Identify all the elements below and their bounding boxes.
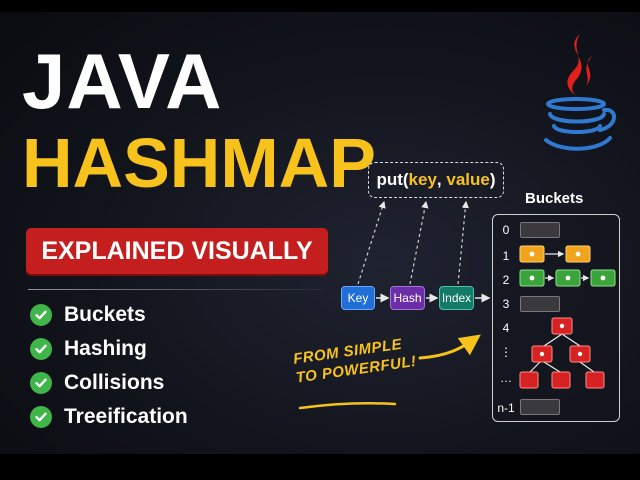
buckets-label: Buckets [525, 190, 584, 207]
tree-nodes [519, 317, 605, 389]
explained-banner: EXPLAINED VISUALLY [26, 228, 328, 274]
feature-item-buckets: Buckets [30, 300, 146, 330]
banner-text: EXPLAINED VISUALLY [41, 237, 313, 265]
check-circle-icon [30, 338, 52, 360]
feature-label: Collisions [64, 371, 165, 394]
put-call-box: put(key, value) [368, 162, 504, 198]
letterbox-bottom [0, 454, 640, 480]
feature-item-treeification: Treeification [30, 402, 188, 432]
put-value-arg: value [446, 170, 490, 189]
empty-bucket-slot [520, 296, 560, 312]
put-key-arg: key [408, 170, 437, 189]
bucket-index: 2 [502, 273, 510, 287]
put-separator: , [436, 170, 447, 189]
index-box: Index [439, 286, 474, 310]
check-circle-icon [30, 372, 52, 394]
collision-chain-orange [519, 245, 591, 263]
empty-bucket-slot [520, 222, 560, 238]
bucket-index: 0 [502, 223, 510, 237]
key-box: Key [341, 286, 375, 310]
check-circle-icon [30, 406, 52, 428]
bucket-index: ⋮ [500, 345, 512, 359]
feature-item-hashing: Hashing [30, 334, 147, 364]
red-black-tree [529, 333, 595, 373]
letterbox-top [0, 0, 640, 12]
title-hashmap: HASHMAP [22, 124, 376, 202]
feature-label: Treeification [64, 405, 188, 428]
put-suffix: ) [489, 170, 496, 189]
bucket-index: 3 [502, 297, 510, 311]
bucket-index: n-1 [497, 401, 515, 415]
collision-chain-green [519, 269, 616, 287]
check-circle-icon [30, 304, 52, 326]
bucket-index: 4 [502, 321, 510, 335]
hash-box: Hash [390, 286, 425, 310]
title-java: JAVA [22, 37, 223, 125]
java-coffee-cup-icon [544, 34, 616, 151]
bucket-index: 1 [502, 249, 510, 263]
feature-label: Hashing [64, 337, 147, 360]
divider-line [28, 289, 324, 290]
put-prefix: put( [376, 170, 409, 189]
feature-label: Buckets [64, 303, 146, 326]
feature-item-collisions: Collisions [30, 368, 164, 398]
empty-bucket-slot [520, 399, 560, 415]
bucket-index: … [500, 371, 512, 385]
